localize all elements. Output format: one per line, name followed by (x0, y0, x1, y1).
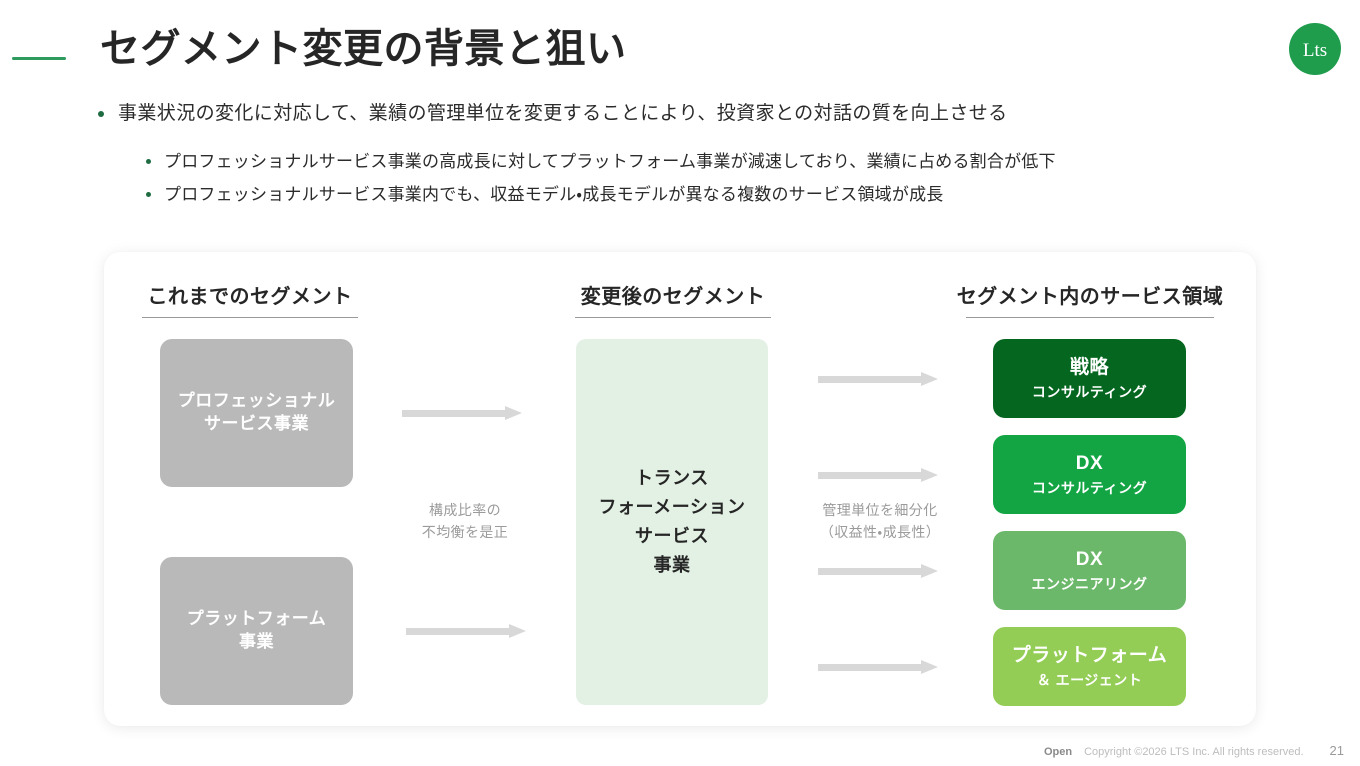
arrow-caption-right-line-1: 管理単位を細分化 (822, 502, 938, 518)
new-segment-box-transformation-service: トランス フォーメーション サービス 事業 (576, 339, 768, 705)
arrow-right-icon (406, 624, 526, 638)
service-area-box-dx-engineering: DX エンジニアリング (993, 531, 1186, 610)
arrow-head (505, 406, 522, 420)
bullet-level2-text: プロフェッショナルサービス事業内でも、収益モデル・成長モデルが異なる複数のサービ… (164, 185, 944, 204)
box-line-2: 事業 (239, 632, 274, 651)
service-box-subtitle: コンサルティング (1031, 383, 1148, 400)
column-heading-service-areas: セグメント内のサービス領域 (942, 280, 1238, 318)
service-box-title: プラットフォーム (1011, 645, 1168, 667)
arrow-caption-right: 管理単位を細分化 （収益性・成長性） (804, 500, 956, 543)
service-area-box-strategy-consulting: 戦略 コンサルティング (993, 339, 1186, 418)
page-title: セグメント変更の背景と狙い (100, 27, 627, 71)
bullet-level1-text: 事業状況の変化に対応して、業績の管理単位を変更することにより、投資家との対話の質… (118, 103, 1008, 124)
arrow-head (921, 372, 938, 386)
footer: Open Copyright ©2026 LTS Inc. All rights… (1044, 743, 1344, 758)
bullet-list: 事業状況の変化に対応して、業績の管理単位を変更することにより、投資家との対話の質… (98, 99, 1278, 211)
arrow-right-icon (818, 564, 938, 578)
old-segment-box-professional-service: プロフェッショナル サービス事業 (160, 339, 353, 487)
arrow-shaft (402, 410, 507, 417)
title-accent-rule (12, 57, 66, 60)
arrow-shaft (818, 376, 923, 383)
footer-copyright: Copyright ©2026 LTS Inc. All rights rese… (1084, 746, 1304, 758)
heading-underline (575, 317, 771, 318)
column-heading-service-areas-label: セグメント内のサービス領域 (956, 286, 1224, 308)
column-heading-old-segment: これまでのセグメント (140, 280, 360, 318)
arrow-caption-left: 構成比率の 不均衡を是正 (404, 500, 526, 543)
bullet-dot-icon (146, 159, 151, 164)
arrow-shaft (818, 472, 923, 479)
arrow-head (921, 660, 938, 674)
service-box-subtitle: コンサルティング (1031, 479, 1148, 496)
box-line-2: サービス事業 (204, 414, 309, 433)
arrow-right-icon (818, 468, 938, 482)
service-box-subtitle: エンジニアリング (1031, 575, 1148, 592)
bullet-level2-item: プロフェッショナルサービス事業内でも、収益モデル・成長モデルが異なる複数のサービ… (146, 178, 1278, 211)
segment-diagram-card: これまでのセグメント 変更後のセグメント セグメント内のサービス領域 プロフェッ… (104, 252, 1256, 726)
box-line-1: プラットフォーム (186, 609, 327, 629)
arrow-caption-left-line-1: 構成比率の (429, 502, 501, 518)
arrow-head (921, 468, 938, 482)
column-heading-new-segment-label: 変更後のセグメント (580, 286, 766, 308)
service-box-subtitle: ＆ エージェント (1036, 671, 1143, 688)
bullet-sublist: プロフェッショナルサービス事業の高成長に対してプラットフォーム事業が減速しており… (98, 145, 1278, 211)
service-box-title: DX (1075, 453, 1104, 475)
arrow-head (921, 564, 938, 578)
service-area-box-platform-agent: プラットフォーム ＆ エージェント (993, 627, 1186, 706)
arrow-right-icon (402, 406, 522, 420)
box-line-3: サービス (635, 526, 709, 546)
arrow-shaft (818, 568, 923, 575)
heading-underline (966, 317, 1214, 318)
bullet-dot-icon (146, 192, 151, 197)
arrow-right-icon (818, 660, 938, 674)
bullet-dot-icon (98, 111, 104, 117)
old-segment-box-platform: プラットフォーム 事業 (160, 557, 353, 705)
box-line-2: フォーメーション (598, 497, 746, 518)
bullet-level1-item: 事業状況の変化に対応して、業績の管理単位を変更することにより、投資家との対話の質… (98, 99, 1278, 129)
column-heading-new-segment: 変更後のセグメント (574, 280, 772, 318)
box-line-4: 事業 (653, 554, 691, 575)
heading-underline (142, 317, 358, 318)
arrow-head (509, 624, 526, 638)
footer-open-label: Open (1043, 746, 1073, 758)
logo-text: Lts (1303, 40, 1327, 61)
service-box-title: 戦略 (1069, 357, 1109, 379)
bullet-level2-item: プロフェッショナルサービス事業の高成長に対してプラットフォーム事業が減速しており… (146, 145, 1278, 178)
box-line-1: プロフェッショナル (177, 391, 336, 411)
arrow-caption-left-line-2: 不均衡を是正 (421, 523, 509, 540)
page-number: 21 (1329, 743, 1344, 758)
column-heading-old-segment-label: これまでのセグメント (147, 286, 353, 308)
bullet-level2-text: プロフェッショナルサービス事業の高成長に対してプラットフォーム事業が減速しており… (164, 152, 1056, 171)
arrow-shaft (406, 628, 511, 635)
box-line-1: トランス (635, 468, 709, 489)
service-box-title: DX (1075, 549, 1104, 571)
service-area-box-dx-consulting: DX コンサルティング (993, 435, 1186, 514)
arrow-right-icon (818, 372, 938, 386)
lts-logo: Lts (1286, 20, 1344, 78)
arrow-caption-right-line-2: （収益性・成長性） (819, 523, 941, 540)
arrow-shaft (818, 664, 923, 671)
